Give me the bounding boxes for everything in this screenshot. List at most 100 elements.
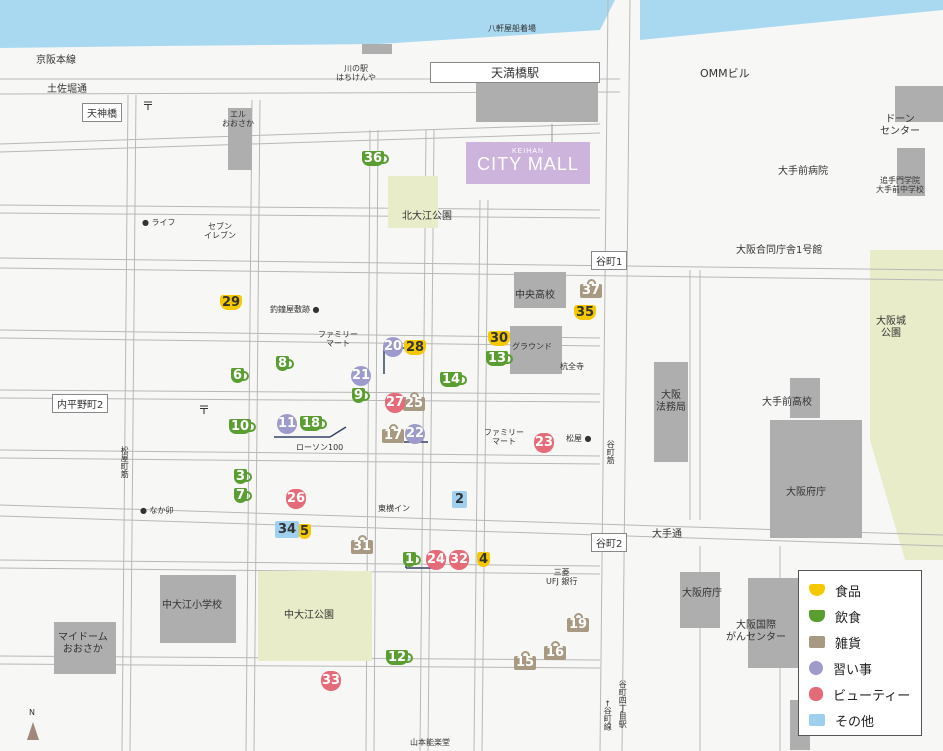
label-matsuya: 松屋 ● (566, 434, 592, 443)
marker-10[interactable]: 10 (228, 419, 257, 434)
legend-other: その他 (809, 707, 921, 733)
label-familymart1: ファミリー マート (318, 330, 358, 349)
legend-food: 食品 (809, 577, 921, 603)
marker-16[interactable]: 16 (543, 641, 567, 660)
marker-33[interactable]: 33 (321, 670, 342, 691)
osakajo-park-area (870, 250, 943, 560)
label-kitaoe-park: 北大江公園 (402, 211, 452, 222)
marker-3[interactable]: 3 (233, 469, 253, 484)
river-east (640, 0, 943, 40)
label-omm: OMMビル (700, 67, 750, 80)
label-otemae-hs: 大手前高校 (762, 397, 812, 408)
river (0, 0, 615, 48)
bag-icon (809, 636, 825, 648)
marker-21[interactable]: 21 (351, 365, 372, 386)
label-cancer-center: 大阪国際 がんセンター (726, 620, 786, 643)
marker-31[interactable]: 31 (350, 535, 374, 554)
label-harbor: 八軒屋船着場 (488, 24, 536, 33)
marker-28[interactable]: 28 (403, 340, 427, 355)
label-chuo-hs: 中央高校 (515, 290, 555, 301)
marker-1[interactable]: 1 (402, 552, 422, 567)
label-seven: セブン イレブン (204, 222, 236, 241)
label-mufg: 三菱 UFJ 銀行 (546, 568, 578, 587)
label-homukyoku: 大阪 法務局 (656, 390, 686, 413)
marker-24[interactable]: 24 (426, 549, 447, 570)
label-tanimachi2: 谷町2 (591, 533, 628, 552)
label-tanimachi-line: ←谷町線 (603, 700, 613, 731)
marker-36[interactable]: 36 (361, 151, 390, 166)
label-nakaoe-park: 中大江公園 (284, 610, 334, 621)
marker-19[interactable]: 19 (566, 613, 590, 632)
marker-20[interactable]: 20 (383, 336, 404, 357)
label-fukushoji: 杭全寺 (560, 362, 584, 371)
marker-12[interactable]: 12 (385, 650, 414, 665)
label-tenjinbashi: 天神橋 (82, 103, 122, 122)
marker-2[interactable]: 2 (451, 491, 468, 508)
marker-5[interactable]: 5 (297, 524, 312, 539)
label-north: N (29, 708, 35, 717)
pentagon-icon (809, 687, 823, 701)
marker-6[interactable]: 6 (230, 368, 250, 383)
label-otedori: 大手通 (652, 529, 682, 540)
marker-8[interactable]: 8 (275, 356, 295, 371)
marker-7[interactable]: 7 (233, 488, 253, 503)
marker-18[interactable]: 18 (299, 416, 328, 431)
label-nakau: ● なか卯 (140, 506, 174, 515)
label-ground: グラウンド (512, 342, 552, 351)
legend-lesson: 習い事 (809, 655, 921, 681)
label-uchihiranomachi2: 内平野町2 (52, 394, 109, 413)
marker-13[interactable]: 13 (485, 351, 514, 366)
label-nakaoe-es: 中大江小学校 (162, 600, 222, 611)
legend-lesson-label: 習い事 (833, 662, 873, 678)
label-tanimachisuji: 谷町筋 (606, 440, 616, 464)
marker-22[interactable]: 22 (405, 423, 426, 444)
label-el-osaka: エル おおさか (222, 110, 254, 129)
legend-beauty: ビューティー (809, 681, 921, 707)
marker-11[interactable]: 11 (277, 413, 298, 434)
label-mydome: マイドーム おおさか (58, 632, 108, 655)
legend-beauty-label: ビューティー (833, 688, 911, 704)
label-tanimachi1: 谷町1 (591, 251, 628, 270)
marker-23[interactable]: 23 (534, 432, 555, 453)
marker-32[interactable]: 32 (449, 549, 470, 570)
label-otemae-hospital: 大手前病院 (778, 166, 828, 177)
label-lawson: ローソン100 (296, 443, 344, 452)
food-icon (809, 584, 825, 596)
marker-35[interactable]: 35 (573, 305, 597, 320)
label-osakajo-park: 大阪城 公園 (876, 316, 906, 339)
label-tenmabashi-station: 天満橋駅 (430, 62, 600, 83)
legend-goods: 雑貨 (809, 629, 921, 655)
cup-icon (809, 610, 825, 622)
marker-30[interactable]: 30 (487, 331, 511, 346)
legend-food-label: 食品 (835, 584, 862, 600)
north-arrow-icon (27, 722, 39, 740)
marker-26[interactable]: 26 (286, 488, 307, 509)
legend-other-label: その他 (835, 714, 875, 730)
flower-icon (809, 661, 823, 675)
square-icon (809, 714, 825, 726)
marker-4[interactable]: 4 (476, 552, 491, 567)
marker-17[interactable]: 17 (381, 424, 405, 443)
legend-goods-label: 雑貨 (835, 636, 862, 652)
label-kagiya: 釣鐘屋敷跡 ● (270, 305, 320, 314)
label-familymart2: ファミリー マート (484, 428, 524, 447)
marker-14[interactable]: 14 (439, 372, 468, 387)
label-otemon: 追手門学院 大手前中学校 (876, 176, 924, 195)
label-toyoko: 東横イン (378, 504, 410, 513)
svg-text:〒: 〒 (142, 99, 154, 113)
label-prefecture2: 大阪府庁 (682, 588, 722, 599)
marker-15[interactable]: 15 (513, 651, 537, 670)
keihan-city-mall: KEIHAN CITY MALL (466, 142, 590, 184)
label-matsuyamachisuji: 松屋町筋 (120, 446, 130, 478)
nakaoe-park-area (258, 571, 372, 661)
label-life: ● ライフ (142, 218, 176, 227)
marker-37[interactable]: 37 (579, 279, 603, 298)
marker-34[interactable]: 34 (274, 521, 300, 538)
label-godo-chosha: 大阪合同庁舎1号館 (736, 245, 823, 256)
marker-9[interactable]: 9 (351, 388, 371, 403)
marker-27[interactable]: 27 (385, 392, 406, 413)
marker-29[interactable]: 29 (219, 295, 243, 310)
marker-25[interactable]: 25 (402, 392, 426, 411)
map-legend: 食品 飲食 雑貨 習い事 ビューティー その他 (798, 570, 922, 736)
